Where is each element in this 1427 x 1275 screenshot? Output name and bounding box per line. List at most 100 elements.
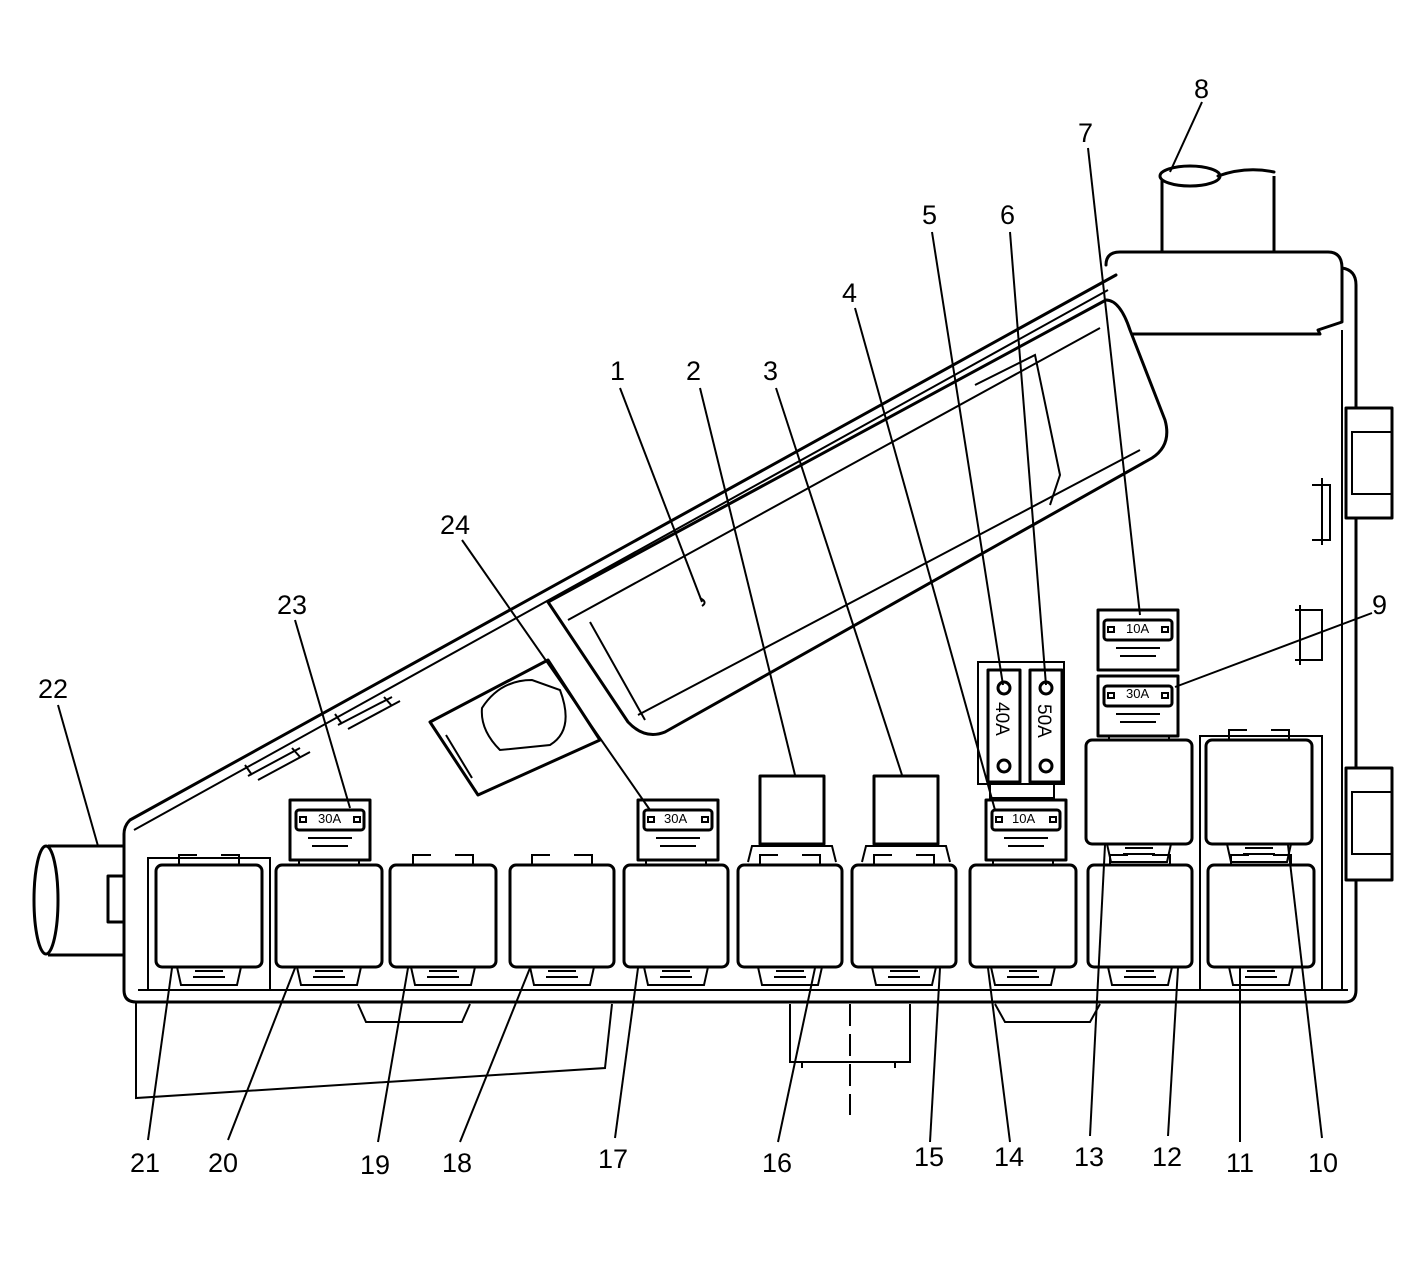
fuse-23-blade xyxy=(294,808,366,832)
relay-bottom-9-bottom-clip xyxy=(1107,966,1173,986)
relay-bottom-6-bottom-clip xyxy=(757,966,823,986)
relay-bottom-9 xyxy=(1086,854,1194,986)
fuse-7-terminal-left xyxy=(1107,626,1115,633)
callout-9: 9 xyxy=(1372,590,1387,620)
callout-23: 23 xyxy=(277,590,307,620)
fuse-7-blade xyxy=(1102,618,1174,642)
relay-bottom-3-bottom-clip xyxy=(410,966,476,986)
left-connector xyxy=(32,844,126,957)
relay-bottom-5 xyxy=(622,854,730,986)
relay-bottom-5-bottom-clip xyxy=(643,966,709,986)
callout-14: 14 xyxy=(994,1142,1024,1172)
fuse-23-rating: 30A xyxy=(318,811,341,826)
fuse-23-terminal-right xyxy=(353,816,361,823)
fuse-4-rating: 10A xyxy=(1012,811,1035,826)
maxi-fuse-5-rating: 40A xyxy=(991,702,1012,736)
relay-bottom-6-body xyxy=(736,863,844,969)
relay-bottom-8 xyxy=(968,854,1078,986)
fuse-24-terminal-left xyxy=(647,816,655,823)
callout-20: 20 xyxy=(208,1148,238,1178)
callout-17: 17 xyxy=(598,1144,628,1174)
callout-21: 21 xyxy=(130,1148,160,1178)
fuse-9-stem xyxy=(1116,713,1160,723)
relay-bottom-3 xyxy=(388,854,498,986)
relay-13-body xyxy=(1084,738,1194,846)
relay-bottom-3-top-clip xyxy=(412,854,474,865)
callout-13: 13 xyxy=(1074,1142,1104,1172)
module-3 xyxy=(872,774,940,846)
relay-bottom-4-body xyxy=(508,863,616,969)
fuse-labels: 30A 30A 10A 10A 30A xyxy=(318,621,1149,826)
relay-10-bracket xyxy=(1199,735,1323,991)
callout-7: 7 xyxy=(1078,118,1093,148)
fuse-holders xyxy=(288,608,1180,862)
housing xyxy=(122,250,1358,1115)
fuse-23-stem xyxy=(308,837,352,847)
callout-18: 18 xyxy=(442,1148,472,1178)
fuse-9 xyxy=(1096,674,1180,738)
callout-19: 19 xyxy=(360,1150,390,1180)
relay-bottom-10 xyxy=(1206,854,1316,986)
relay-bottom-3-body xyxy=(388,863,498,969)
relays xyxy=(147,729,1323,991)
relay-10-body xyxy=(1204,738,1314,846)
callout-24: 24 xyxy=(440,510,470,540)
callout-11: 11 xyxy=(1226,1148,1254,1178)
relay-bottom-1-top-clip xyxy=(178,854,240,865)
top-pipe xyxy=(1158,164,1276,254)
fuse-4 xyxy=(984,798,1068,862)
relay-bottom-1 xyxy=(154,854,264,986)
relay-bottom-5-body xyxy=(622,863,730,969)
relay-bottom-4-top-clip xyxy=(531,854,593,865)
fuse-7 xyxy=(1096,608,1180,672)
fuse-23 xyxy=(288,798,372,862)
leader-lines xyxy=(57,101,1373,1143)
side-connectors xyxy=(1295,406,1394,882)
callout-6: 6 xyxy=(1000,200,1015,230)
maxi-fuses: 40A 50A xyxy=(977,661,1065,799)
fuse-9-blade xyxy=(1102,684,1174,708)
callout-10: 10 xyxy=(1308,1148,1338,1178)
callout-3: 3 xyxy=(763,356,778,386)
maxi-fuse-6-rating: 50A xyxy=(1033,704,1054,738)
fuse-24 xyxy=(636,798,720,862)
relay-bottom-7-bottom-clip xyxy=(871,966,937,986)
fuse-24-stem xyxy=(656,837,700,847)
callout-4: 4 xyxy=(842,278,857,308)
callout-12: 12 xyxy=(1152,1142,1182,1172)
module-3-base xyxy=(861,845,951,863)
module-2-base xyxy=(747,845,837,863)
fuse-23-terminal-left xyxy=(299,816,307,823)
relay-bottom-8-bottom-clip xyxy=(990,966,1056,986)
callout-1: 1 xyxy=(610,356,625,386)
fuse-4-stem xyxy=(1004,837,1048,847)
fuse-7-stem xyxy=(1116,647,1160,657)
relay-bottom-2-body xyxy=(274,863,384,969)
relay-bottom-1-body xyxy=(154,863,264,969)
relay-bottom-7-top-clip xyxy=(873,854,935,865)
relay-bottom-7-body xyxy=(850,863,958,969)
relay-bottom-1-bottom-clip xyxy=(176,966,242,986)
relay-10-bottom-clip xyxy=(1226,843,1292,863)
relay-bottom-4 xyxy=(508,854,616,986)
relay-bottom-2-bottom-clip xyxy=(296,966,362,986)
relay-13 xyxy=(1084,729,1194,863)
relay-bottom-10-bottom-clip xyxy=(1228,966,1294,986)
callout-2: 2 xyxy=(686,356,701,386)
relay-bottom-7 xyxy=(850,854,958,986)
fuse-24-rating: 30A xyxy=(664,811,687,826)
relay-bottom-6 xyxy=(736,854,844,986)
callout-5: 5 xyxy=(922,200,937,230)
module-2 xyxy=(758,774,826,846)
fuse-4-terminal-left xyxy=(995,816,1003,823)
relay-bottom-10-body xyxy=(1206,863,1316,969)
relay-bottom-9-body xyxy=(1086,863,1194,969)
fuse-24-blade xyxy=(642,808,714,832)
relay-21-bracket xyxy=(147,857,271,991)
fuse-4-terminal-right xyxy=(1049,816,1057,823)
callout-15: 15 xyxy=(914,1142,944,1172)
relay-13-bottom-clip xyxy=(1106,843,1172,863)
callout-labels: 1 2 3 4 5 6 7 8 9 10 11 12 13 14 15 16 1… xyxy=(38,74,1387,1180)
